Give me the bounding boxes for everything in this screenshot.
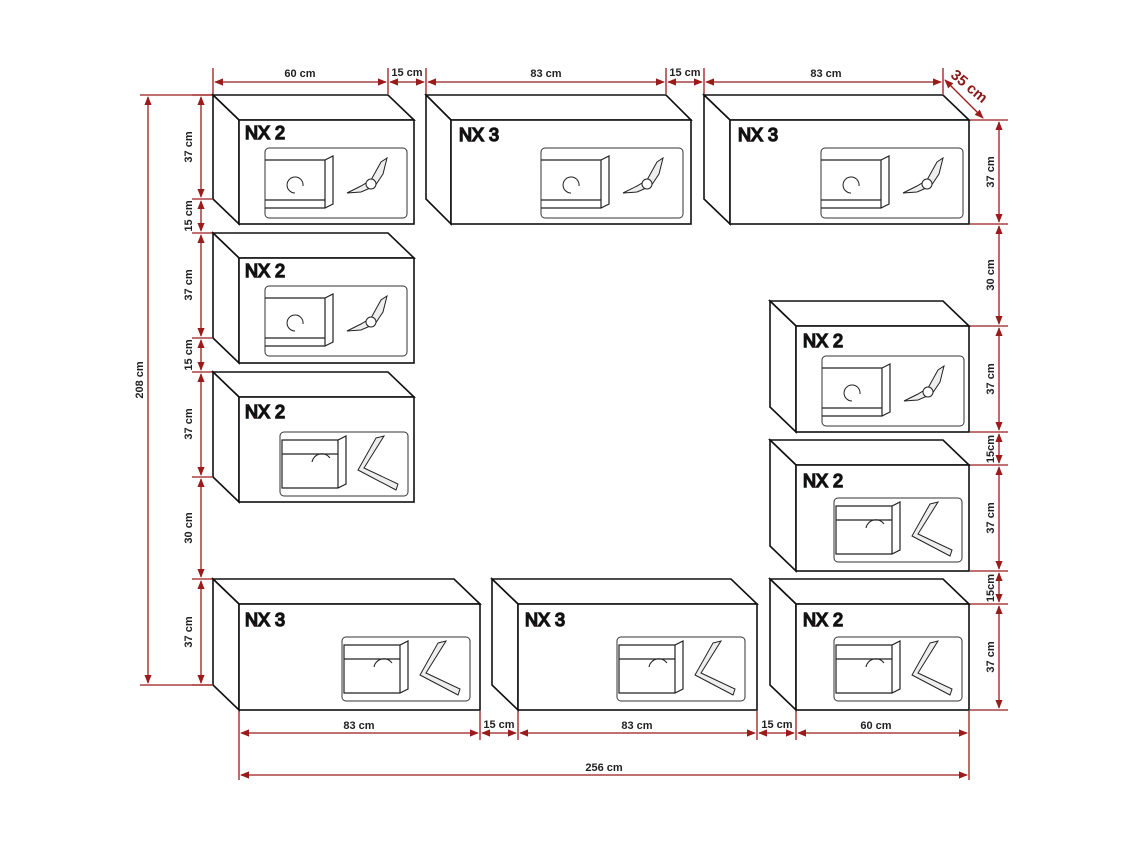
dim-label-bottom-2: 15 cm: [483, 719, 514, 731]
flap-hinge-icon: [833, 636, 963, 702]
dimension-left-total: [140, 94, 212, 686]
dimension-left: [192, 94, 212, 686]
dimension-depth: [944, 79, 984, 119]
dim-label-right-6: 15cm: [985, 574, 997, 602]
cabinet-label: NX 2: [245, 123, 285, 143]
flap-hinge-icon: [341, 636, 471, 702]
dim-label-bottom-5: 60 cm: [860, 720, 891, 732]
dim-label-left-total: 208 cm: [134, 361, 146, 399]
cabinet-left-2: NX 2: [211, 231, 416, 365]
cabinet-top-left-1: NX 2: [211, 93, 416, 226]
lift-hinge-icon: [264, 285, 408, 357]
dim-label-right-7: 37 cm: [985, 641, 997, 672]
lift-hinge-icon: [264, 147, 408, 219]
lift-hinge-icon: [540, 147, 684, 219]
cabinet-label: NX 2: [803, 610, 843, 630]
cabinet-label: NX 2: [245, 261, 285, 281]
dim-label-left-6: 30 cm: [183, 512, 195, 543]
dimension-right: [970, 119, 1008, 711]
dim-label-left-1: 37 cm: [183, 131, 195, 162]
cabinet-left-3: NX 2: [211, 370, 416, 504]
dim-label-left-4: 15 cm: [183, 339, 195, 370]
dim-label-bottom-4: 15 cm: [761, 719, 792, 731]
dim-label-right-1: 37 cm: [985, 156, 997, 187]
lift-hinge-icon: [821, 355, 965, 427]
cabinet-bottom-left: NX 3: [211, 577, 482, 712]
dim-label-top-3: 83 cm: [530, 68, 561, 80]
cabinet-label: NX 2: [803, 331, 843, 351]
cabinet-label: NX 3: [459, 125, 499, 145]
cabinet-label: NX 3: [525, 610, 565, 630]
flap-hinge-icon: [833, 497, 963, 563]
dim-label-left-5: 37 cm: [183, 408, 195, 439]
flap-hinge-icon: [279, 431, 409, 497]
dim-label-bottom-total: 256 cm: [585, 762, 623, 774]
dim-label-top-5: 83 cm: [810, 68, 841, 80]
dim-label-left-7: 37 cm: [183, 616, 195, 647]
cabinet-right-1: NX 2: [768, 299, 971, 434]
dim-label-top-4: 15 cm: [669, 67, 700, 79]
dim-label-top-1: 60 cm: [284, 68, 315, 80]
dim-label-bottom-3: 83 cm: [621, 720, 652, 732]
cabinet-right-2: NX 2: [768, 438, 971, 573]
dim-label-bottom-1: 83 cm: [343, 720, 374, 732]
flap-hinge-icon: [616, 636, 746, 702]
dim-label-depth: 35 cm: [947, 66, 991, 106]
lift-hinge-icon: [820, 147, 964, 219]
cabinet-label: NX 3: [245, 610, 285, 630]
dim-label-right-4: 15cm: [985, 435, 997, 463]
cabinet-label: NX 3: [738, 125, 778, 145]
cabinet-bottom-mid: NX 3: [490, 577, 759, 712]
cabinet-top-right: NX 3: [702, 93, 971, 226]
cabinet-bottom-right: NX 2: [768, 577, 971, 712]
dim-label-right-5: 37 cm: [985, 502, 997, 533]
cabinet-label: NX 2: [803, 471, 843, 491]
cabinet-top-mid: NX 3: [424, 93, 693, 226]
dim-label-right-2: 30 cm: [985, 259, 997, 290]
dim-label-left-2: 15 cm: [183, 200, 195, 231]
dim-label-right-3: 37 cm: [985, 363, 997, 394]
dimension-top: [212, 68, 944, 94]
dim-label-top-2: 15 cm: [391, 67, 422, 79]
cabinet-label: NX 2: [245, 402, 285, 422]
dimension-bottom: [238, 711, 970, 780]
dim-label-left-3: 37 cm: [183, 269, 195, 300]
